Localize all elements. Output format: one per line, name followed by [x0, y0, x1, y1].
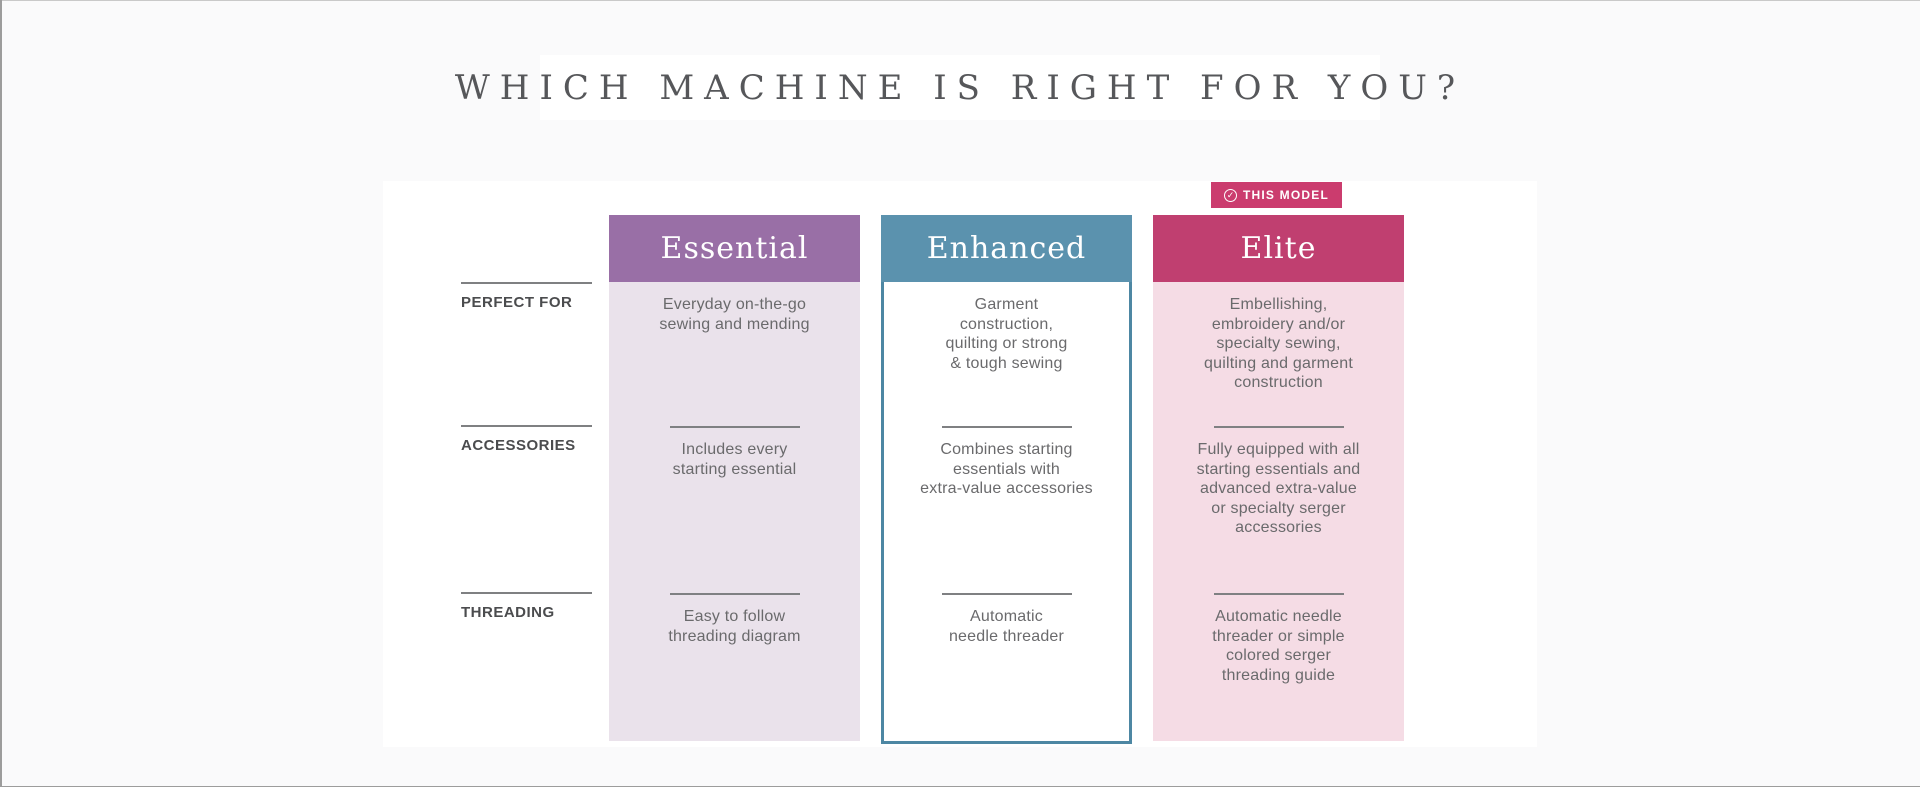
tier-body-enhanced: Garment construction, quilting or strong…	[881, 282, 1132, 744]
title-box: WHICH MACHINE IS RIGHT FOR YOU?	[455, 55, 1455, 120]
tier-body-elite: Embellishing, embroidery and/or specialt…	[1153, 282, 1404, 741]
tier-header-enhanced: Enhanced	[881, 215, 1132, 282]
cell-divider-line	[941, 593, 1072, 595]
cell-text: Easy to follow threading diagram	[668, 608, 801, 645]
tier-column-essential: Essential Everyday on-the-go sewing and …	[609, 215, 860, 741]
cell-elite-threading: Automatic needle threader or simple colo…	[1153, 593, 1404, 741]
check-circle-icon: ✓	[1224, 188, 1237, 202]
tier-name-elite: Elite	[1240, 231, 1317, 266]
this-model-badge: ✓ THIS MODEL	[1211, 182, 1342, 208]
cell-divider-line	[669, 426, 800, 428]
cell-enhanced-threading: Automatic needle threader	[884, 593, 1129, 741]
tier-body-essential: Everyday on-the-go sewing and mending In…	[609, 282, 860, 741]
cell-divider-line	[1213, 593, 1344, 595]
cell-elite-accessories: Fully equipped with all starting essenti…	[1153, 426, 1404, 593]
window-left-edge	[0, 0, 2, 787]
cell-enhanced-accessories: Combines starting essentials with extra-…	[884, 426, 1129, 593]
cell-text: Embellishing, embroidery and/or specialt…	[1204, 296, 1353, 391]
cell-divider-line	[1213, 426, 1344, 428]
tier-name-enhanced: Enhanced	[926, 231, 1087, 266]
cell-enhanced-perfect-for: Garment construction, quilting or strong…	[884, 282, 1129, 426]
cell-text: Automatic needle threader	[948, 608, 1065, 645]
cell-text: Fully equipped with all starting essenti…	[1196, 441, 1361, 536]
row-label-threading: THREADING	[461, 592, 592, 621]
cell-text: Includes every starting essential	[672, 441, 797, 478]
cell-divider-line	[941, 426, 1072, 428]
window-top-edge	[0, 0, 1920, 1]
cell-text: Everyday on-the-go sewing and mending	[659, 296, 810, 333]
tier-header-essential: Essential	[609, 215, 860, 282]
tier-column-enhanced: Enhanced Garment construction, quilting …	[881, 215, 1132, 744]
cell-divider-line	[669, 593, 800, 595]
badge-label: THIS MODEL	[1243, 188, 1329, 202]
tier-name-essential: Essential	[660, 231, 809, 266]
tier-header-elite: Elite	[1153, 215, 1404, 282]
cell-essential-threading: Easy to follow threading diagram	[609, 593, 860, 741]
cell-elite-perfect-for: Embellishing, embroidery and/or specialt…	[1153, 282, 1404, 426]
row-label-perfect-for: PERFECT FOR	[461, 282, 592, 311]
row-label-accessories: ACCESSORIES	[461, 425, 592, 454]
tier-column-elite: Elite Embellishing, embroidery and/or sp…	[1153, 215, 1404, 741]
cell-text: Combines starting essentials with extra-…	[920, 441, 1093, 497]
cell-essential-perfect-for: Everyday on-the-go sewing and mending	[609, 282, 860, 426]
cell-text: Garment construction, quilting or strong…	[945, 296, 1068, 372]
cell-essential-accessories: Includes every starting essential	[609, 426, 860, 593]
cell-text: Automatic needle threader or simple colo…	[1212, 608, 1345, 684]
page-title: WHICH MACHINE IS RIGHT FOR YOU?	[454, 67, 1466, 108]
